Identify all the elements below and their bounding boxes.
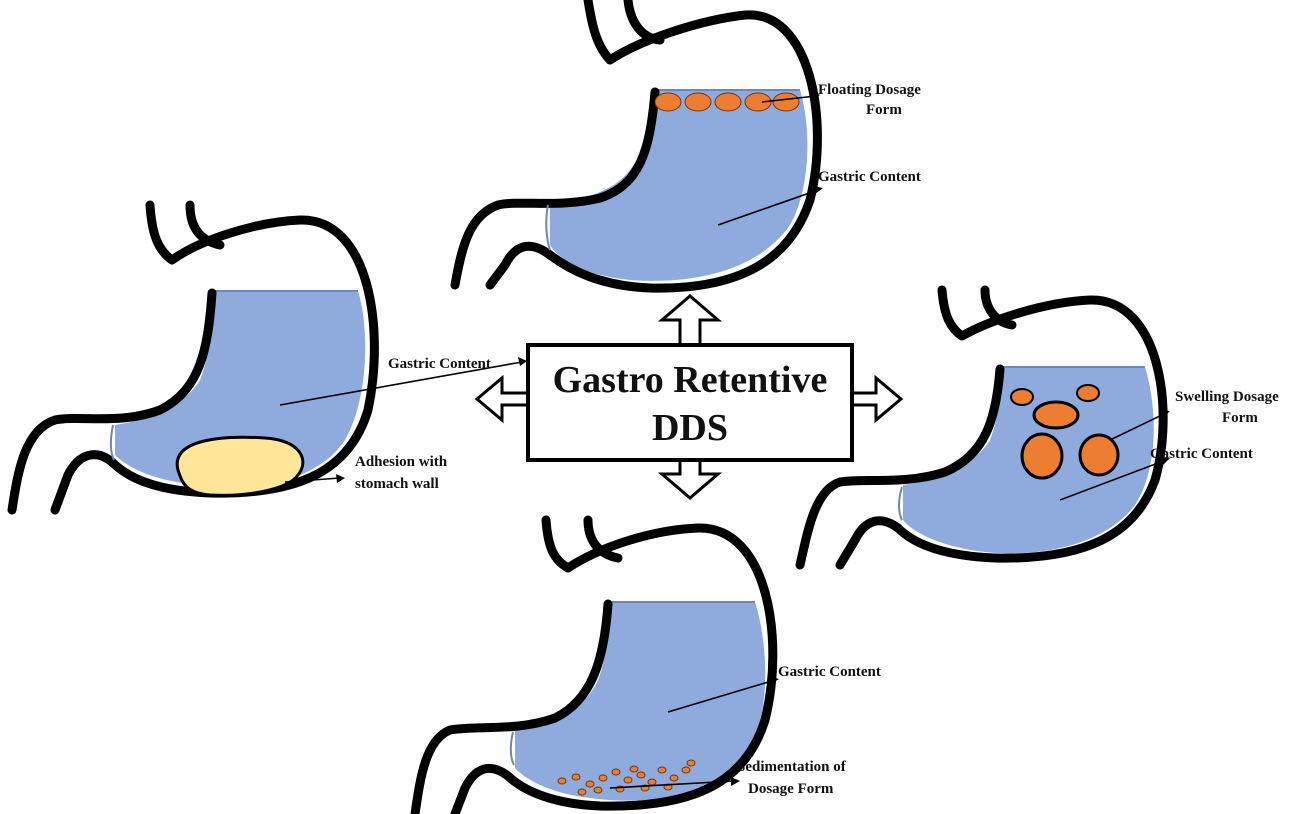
- swelling-dosage-form: [1034, 402, 1078, 428]
- arrow-left: [477, 378, 528, 420]
- gastric-content-fill: [550, 90, 807, 281]
- label-floating-dosage-form: Floating Dosage: [818, 82, 921, 98]
- arrow-up: [662, 296, 718, 345]
- title-line-2: DDS: [652, 407, 728, 449]
- stomach-sedimentation: Gastric Content Sedimentation of Dosage …: [415, 520, 881, 814]
- label-sedimentation-2: Dosage Form: [748, 781, 834, 797]
- title-line-1: Gastro Retentive: [553, 359, 828, 401]
- swelling-dosage-form: [1011, 389, 1033, 405]
- label-sedimentation: Sedimentation of: [737, 759, 847, 775]
- label-gastric-content: Gastric Content: [388, 356, 491, 372]
- label-floating-dosage-form-2: Form: [866, 102, 902, 118]
- label-adhesion: Adhesion with: [355, 454, 448, 470]
- label-swelling-dosage-form-2: Form: [1222, 410, 1258, 426]
- floating-dosage-form: [655, 93, 681, 111]
- floating-dosage-form: [715, 93, 741, 111]
- swelling-dosage-form: [1077, 385, 1099, 401]
- stomach-adhesion: Gastric Content Adhesion with stomach wa…: [12, 205, 527, 510]
- label-swelling-dosage-form: Swelling Dosage: [1175, 389, 1279, 405]
- adhesive-dosage-form: [177, 437, 303, 495]
- arrow-right: [852, 378, 901, 420]
- label-gastric-content: Gastric Content: [818, 169, 921, 185]
- floating-dosage-form: [773, 93, 799, 111]
- stomach-swelling: Swelling Dosage Form Gastric Content: [800, 290, 1279, 565]
- floating-dosage-form: [685, 93, 711, 111]
- label-gastric-content: Gastric Content: [1150, 446, 1253, 462]
- swelling-dosage-form: [1080, 435, 1118, 475]
- label-gastric-content: Gastric Content: [778, 664, 881, 680]
- swelling-dosage-form: [1022, 434, 1062, 478]
- label-adhesion-2: stomach wall: [355, 476, 439, 492]
- arrow-down: [662, 460, 718, 498]
- center-hub: Gastro Retentive DDS: [477, 296, 901, 498]
- stomach-floating: Floating Dosage Form Gastric Content: [455, 0, 921, 288]
